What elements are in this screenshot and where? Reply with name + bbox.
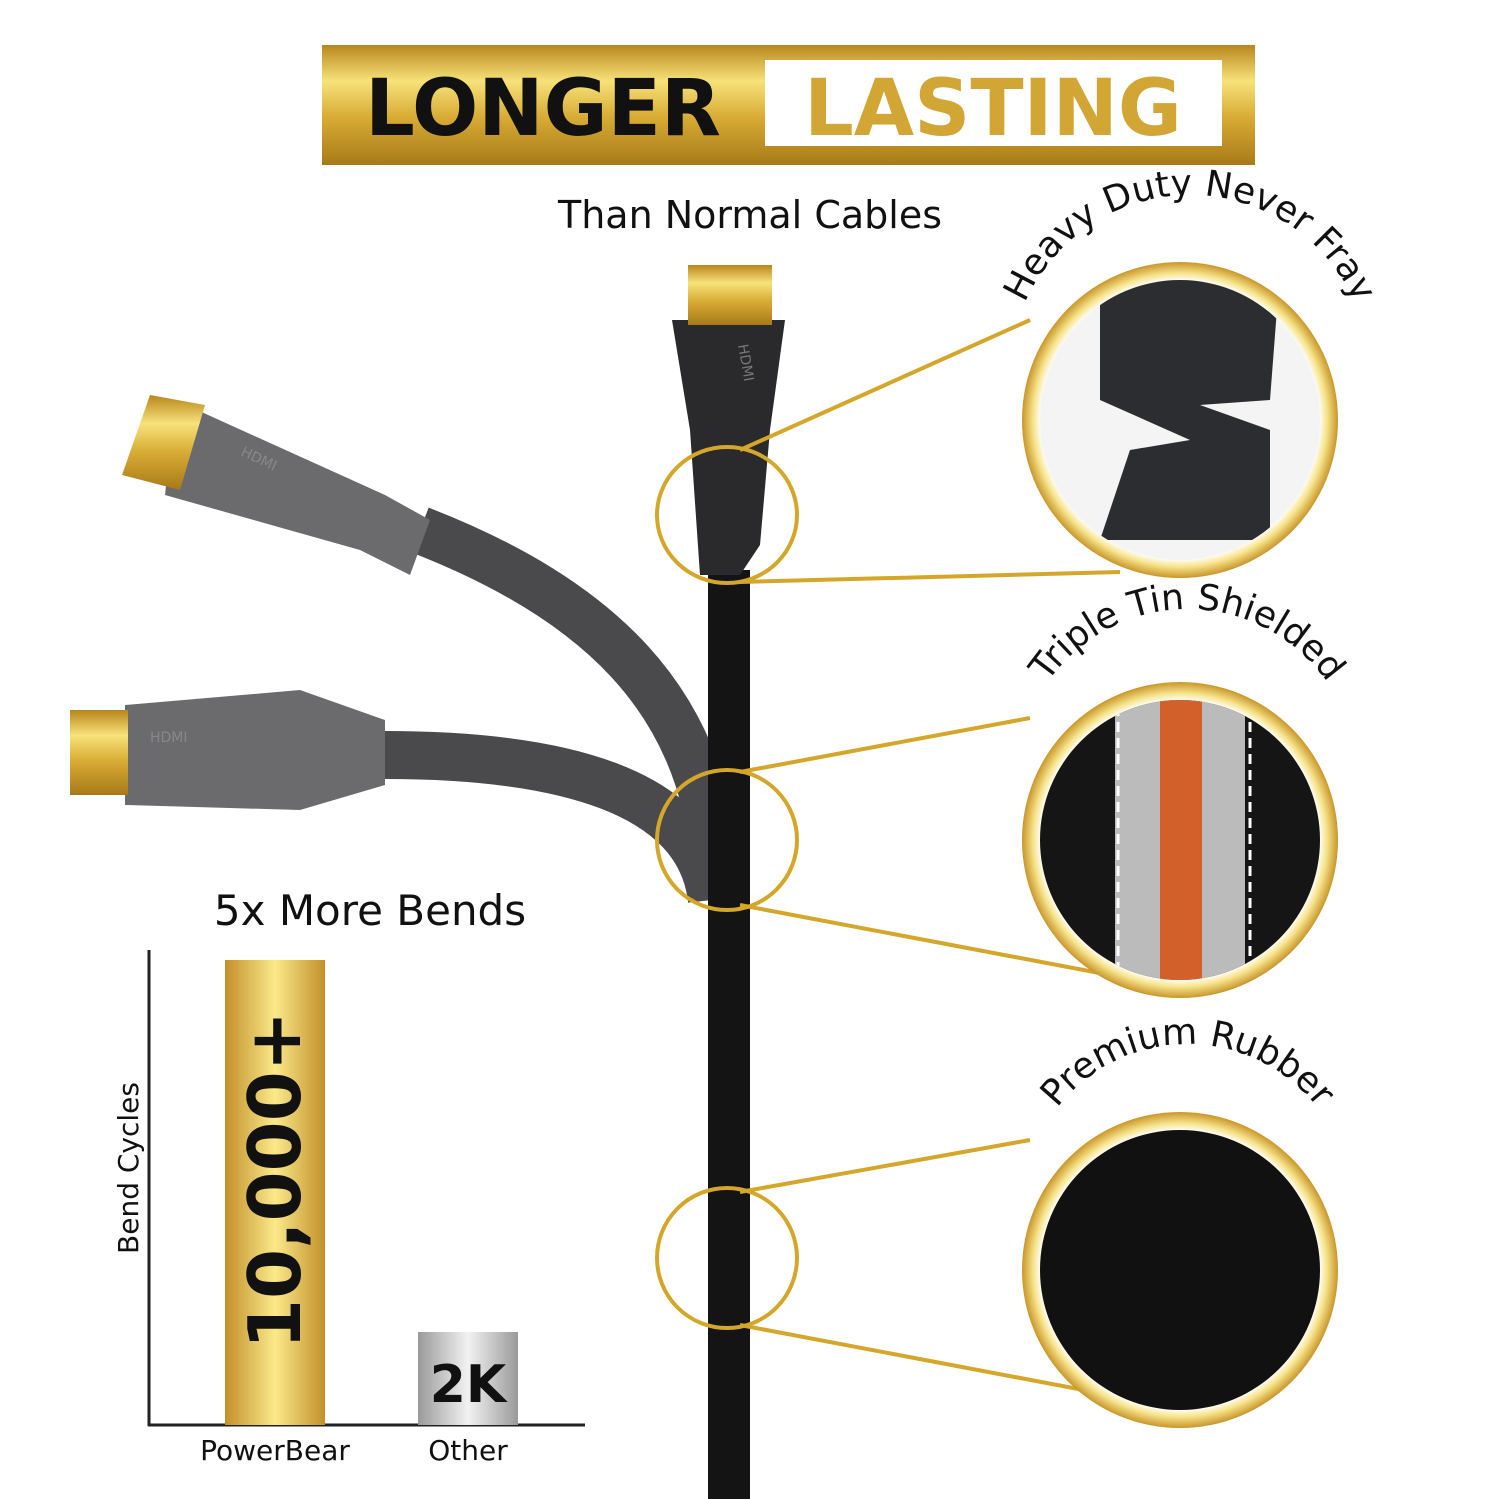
bend-chart: 5x More Bends Bend Cycles PowerBear Othe… [112,886,585,1467]
banner-white-box [765,60,1222,146]
feature-label: Premium Rubber [1033,1012,1343,1114]
connector-tip-gold [70,710,128,795]
banner-word-lasting: LASTING [804,64,1182,154]
copper-core [1160,700,1202,980]
feature-heavy-duty: Heavy Duty Never Fray [996,163,1384,578]
data-label-powerbear: 10,000+ [233,1011,317,1349]
zoom-circle-small [655,445,799,585]
title-banner: LONGER LASTING [322,45,1255,165]
feature-label: Triple Tin Shielded [1021,577,1353,689]
x-tick-powerbear: PowerBear [200,1434,350,1467]
bar-other [418,1332,518,1425]
banner-word-longer: LONGER [365,64,721,154]
bar-powerbear [225,960,325,1425]
feature-premium-rubber: Premium Rubber [1022,1012,1343,1428]
x-tick-other: Other [428,1434,508,1467]
main-black-cable: HDMI [672,265,785,1499]
banner-subtitle: Than Normal Cables [557,193,942,237]
hdmi-logo: HDMI [734,343,756,383]
gray-cable-lower: HDMI [70,690,736,904]
chart-title: 5x More Bends [214,886,526,935]
feature-triple-shielded: Triple Tin Shielded [1021,577,1353,998]
zoom-circle-small [655,768,799,912]
hdmi-logo: HDMI [150,730,188,746]
zoom-circle-small [655,1186,799,1330]
connector-tip-gold [122,395,205,490]
y-axis-label: Bend Cycles [112,1082,145,1254]
connector-tip-gold [688,265,772,325]
callout-lines [655,318,1121,1397]
gray-cable-upper: HDMI [122,395,739,863]
data-label-other: 2K [430,1355,508,1415]
